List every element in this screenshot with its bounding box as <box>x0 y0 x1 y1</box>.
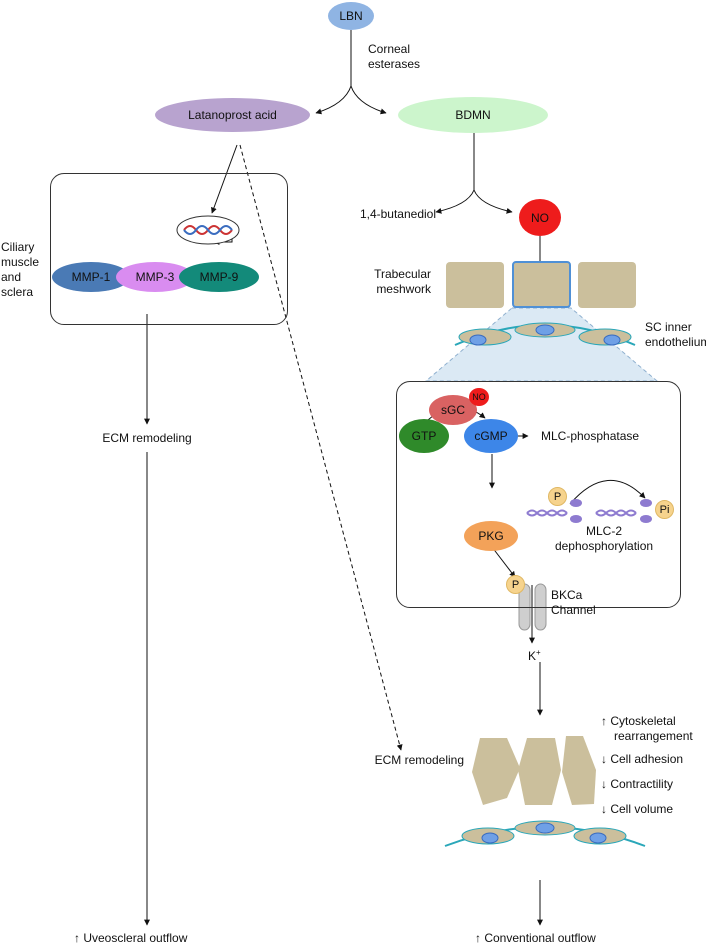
pkg-node: PKG <box>464 521 518 551</box>
volume-text: Cell volume <box>610 802 674 816</box>
mlc2-line2: dephosphorylation <box>554 539 654 553</box>
cell-adhesion-label: ↓ Cell adhesion <box>601 752 683 767</box>
bkca-line2: Channel <box>551 603 596 617</box>
sgc-no-node: NO <box>469 388 489 406</box>
mlc-phosphatase-label: MLC-phosphatase <box>541 429 640 443</box>
mmp1-node: MMP-1 <box>52 262 130 292</box>
arrow-latanoprost-to-dna <box>211 144 238 214</box>
mmp3-label: MMP-3 <box>135 270 175 284</box>
esterases-line1: Corneal <box>368 42 411 56</box>
bdmn-label: BDMN <box>455 108 491 122</box>
signaling-box <box>396 381 681 608</box>
mlc2-line1: MLC-2 <box>585 524 623 538</box>
tm-block-center <box>512 261 571 308</box>
sc-line1: SC inner <box>645 320 692 334</box>
ciliary-muscle-sclera-label: Ciliary muscle and sclera <box>1 240 39 300</box>
remodeled-tm-cells <box>472 736 596 805</box>
bdmn-node: BDMN <box>398 97 548 133</box>
adhesion-text: Cell adhesion <box>610 752 684 766</box>
increase-arrow-icon: ↑ <box>475 931 485 945</box>
cell-volume-label: ↓ Cell volume <box>601 802 673 817</box>
ciliary-line3: and <box>1 270 22 284</box>
arrow-pkg-to-phosphate <box>491 546 516 578</box>
sgc-label: sGC <box>441 403 465 417</box>
contractility-label: ↓ Contractility <box>601 777 673 792</box>
trabecular-meshwork-label: Trabecular meshwork <box>367 267 431 297</box>
k-sup: + <box>536 648 541 657</box>
decrease-arrow-icon: ↓ <box>601 802 611 816</box>
sc-line2: endothelium <box>645 335 706 349</box>
mmp3-node: MMP-3 <box>116 262 194 292</box>
butanediol-label: 1,4-butanediol <box>359 207 436 221</box>
mlc2-phosphorylated-icon <box>526 499 582 523</box>
lbn-node: LBN <box>328 2 374 30</box>
k-text: K <box>528 649 537 663</box>
arrow-to-bdmn <box>350 85 387 115</box>
bkca-phosphate-label: P <box>511 578 520 591</box>
tm-line1: Trabecular <box>374 267 431 281</box>
cgmp-label: cGMP <box>474 429 508 443</box>
decrease-arrow-icon: ↓ <box>601 752 611 766</box>
latanoprost-acid-node: Latanoprost acid <box>155 98 310 132</box>
zoom-region <box>424 307 659 382</box>
tm-line2: meshwork <box>376 282 431 296</box>
ecm-remodeling-right-label: ECM remodeling <box>374 753 464 767</box>
lbn-label: LBN <box>339 9 363 23</box>
ciliary-muscle-box <box>50 173 288 325</box>
tm-block-right <box>578 262 636 308</box>
cgmp-node: cGMP <box>464 419 518 453</box>
esterases-line2: esterases <box>368 57 421 71</box>
arrow-to-latanoprost <box>315 85 352 115</box>
mmp9-label: MMP-9 <box>199 270 239 284</box>
contractility-text: Contractility <box>610 777 674 791</box>
bkca-phosphate-dot: P <box>506 575 525 594</box>
sc-inner-endothelium-label: SC inner endothelium <box>645 320 706 350</box>
increase-arrow-icon: ↑ <box>601 714 611 728</box>
uveoscleral-outflow-label: ↑ Uveoscleral outflow <box>74 931 187 946</box>
mlc2-dephosphorylated-icon <box>595 499 652 523</box>
no-label: NO <box>531 210 549 225</box>
tm-block-left <box>446 262 504 308</box>
dna-icon <box>176 215 240 245</box>
arrow-to-no <box>473 189 513 214</box>
mmp9-node: MMP-9 <box>179 262 259 292</box>
latanoprost-label: Latanoprost acid <box>188 108 277 122</box>
pkg-label: PKG <box>478 529 504 543</box>
mmp1-label: MMP-1 <box>71 270 111 284</box>
ciliary-line4: sclera <box>1 285 34 299</box>
cyto-line2: rearrangement <box>614 729 693 743</box>
ciliary-line1: Ciliary <box>1 240 35 254</box>
gtp-node: GTP <box>399 419 449 453</box>
arrow-dephosphorylation <box>569 480 646 505</box>
uveoscleral-text: Uveoscleral outflow <box>83 931 188 945</box>
dashed-arrow-latanoprost-to-ecm <box>239 144 403 751</box>
mlc2-dephosphorylation-label: MLC-2 dephosphorylation <box>555 524 653 554</box>
mlc-phosphate-dot: P <box>548 487 567 506</box>
sc-endothelium-upper <box>454 322 636 346</box>
no-node: NO <box>519 199 561 236</box>
corneal-esterases-label: Corneal esterases <box>368 42 420 72</box>
ecm-remodeling-left-label: ECM remodeling <box>102 431 192 445</box>
cyto-line1: Cytoskeletal <box>610 714 676 728</box>
increase-arrow-icon: ↑ <box>74 931 84 945</box>
conventional-outflow-label: ↑ Conventional outflow <box>475 931 596 946</box>
cytoskeletal-label: ↑ Cytoskeletal rearrangement <box>601 714 693 744</box>
sgc-no-label: NO <box>472 392 486 402</box>
ciliary-line2: muscle <box>1 255 40 269</box>
decrease-arrow-icon: ↓ <box>601 777 611 791</box>
mlc-phosphate-label: P <box>553 490 562 503</box>
potassium-label: K+ <box>528 645 541 664</box>
pi-label: Pi <box>659 503 670 516</box>
gtp-label: GTP <box>411 429 437 443</box>
bkca-line1: BKCa <box>551 588 583 602</box>
conventional-text: Conventional outflow <box>484 931 596 945</box>
bkca-channel-label: BKCa Channel <box>551 588 596 618</box>
sc-endothelium-lower <box>444 820 646 847</box>
arrow-to-butanediol <box>435 189 475 214</box>
pi-dot: Pi <box>655 500 674 519</box>
